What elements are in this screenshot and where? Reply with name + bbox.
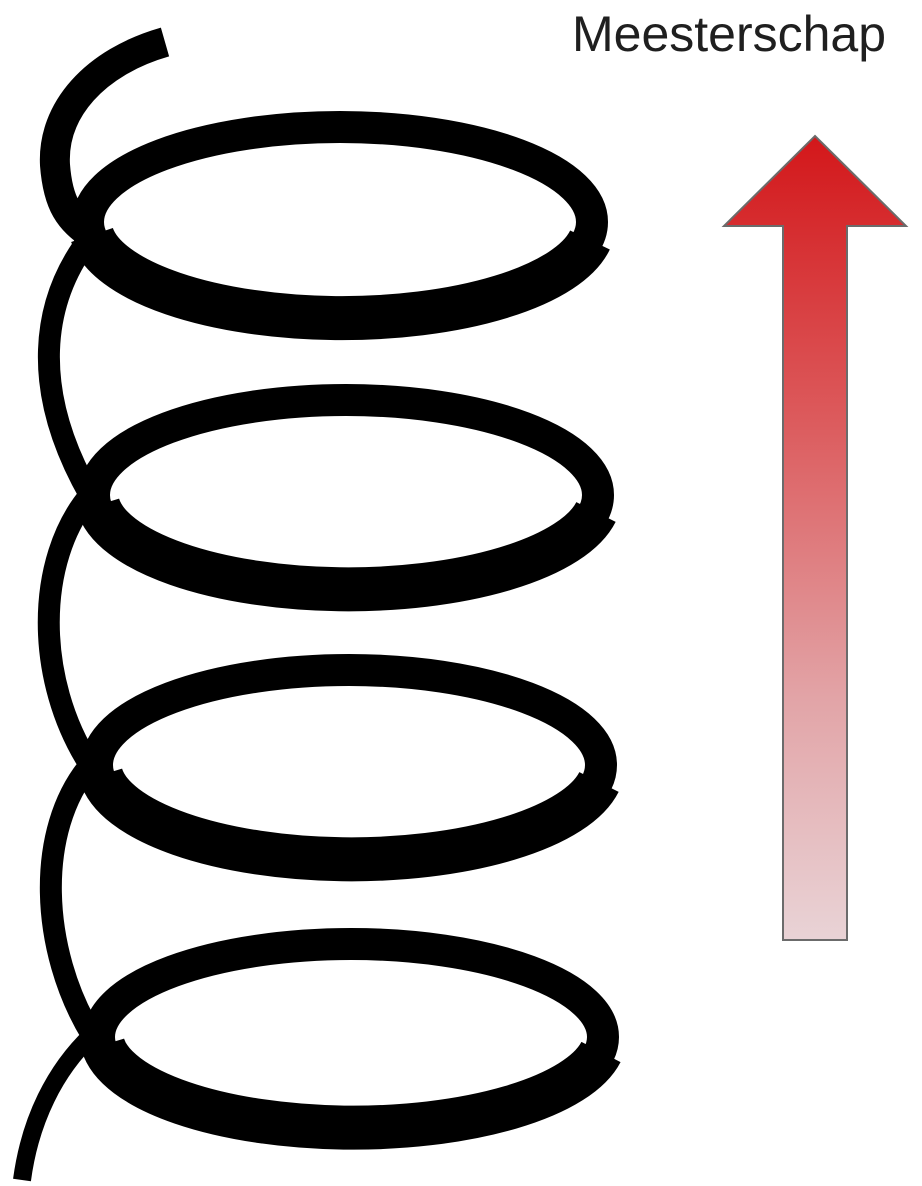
mastery-label: Meesterschap <box>572 2 886 66</box>
mastery-arrow <box>724 136 906 940</box>
